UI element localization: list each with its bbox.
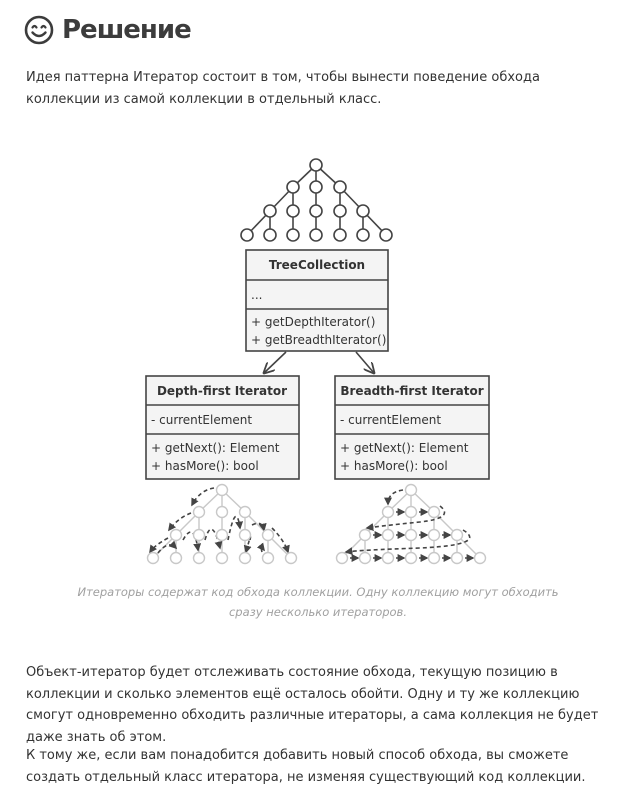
class-method: + getNext(): Element [151, 441, 280, 455]
creation-arrows [264, 351, 374, 373]
iterator-diagram: TreeCollection ... + getDepthIterator() … [145, 158, 490, 565]
breadth-iterator-class: Breadth-first Iterator - currentElement … [334, 375, 490, 480]
depth-first-traversal-tree [146, 483, 298, 565]
class-method: + hasMore(): bool [340, 459, 448, 473]
figure-caption: Итераторы содержат код обхода коллекции.… [77, 585, 559, 619]
class-method: + getNext(): Element [340, 441, 469, 455]
breadth-first-traversal-tree [335, 483, 487, 565]
collection-tree [240, 158, 393, 242]
class-method: + hasMore(): bool [151, 459, 259, 473]
page-title: Решение [62, 15, 192, 45]
class-name: Breadth-first Iterator [340, 384, 483, 398]
class-name: Depth-first Iterator [157, 384, 287, 398]
tree-collection-class: TreeCollection ... + getDepthIterator() … [245, 249, 389, 352]
class-method: + getBreadthIterator() [251, 333, 386, 347]
smile-icon [24, 15, 54, 45]
body-paragraph: Объект-итератор будет отслеживать состоя… [26, 665, 599, 745]
class-method: + getDepthIterator() [251, 315, 375, 329]
body-paragraph: К тому же, если вам понадобится добавить… [26, 748, 586, 785]
class-fields: - currentElement [340, 413, 441, 427]
depth-iterator-class: Depth-first Iterator - currentElement + … [145, 375, 300, 480]
class-fields: ... [251, 288, 262, 302]
intro-paragraph: Идея паттерна Итератор состоит в том, чт… [26, 70, 540, 107]
class-fields: - currentElement [151, 413, 252, 427]
section-heading: Решение [24, 10, 192, 50]
class-name: TreeCollection [269, 258, 365, 272]
